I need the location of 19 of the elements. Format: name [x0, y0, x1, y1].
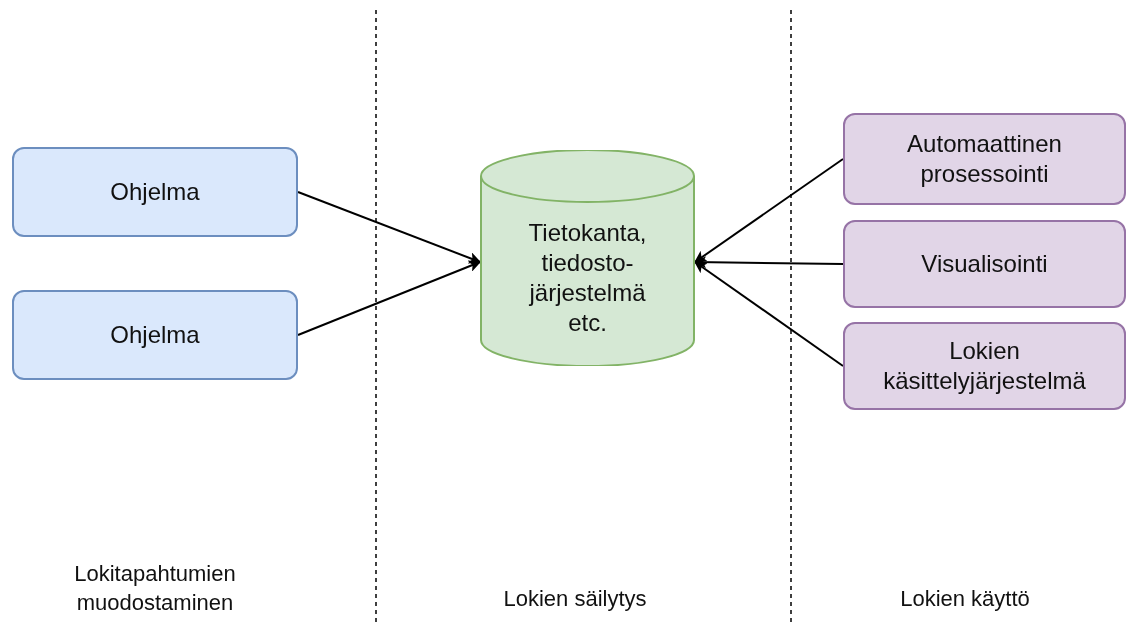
- process-box: [843, 322, 1126, 410]
- arrow: [297, 191, 481, 264]
- arrow: [694, 158, 844, 263]
- node-label: Automaattinen prosessointi: [906, 129, 1063, 189]
- node-label: Lokien käsittelyjärjestelmä: [882, 336, 1087, 396]
- process-box: [843, 220, 1126, 308]
- section-label: Lokitapahtumien muodostaminen: [73, 560, 237, 617]
- process-box: [12, 147, 298, 237]
- section-label: Lokien käyttö: [899, 585, 1031, 613]
- section-label: Lokien säilytys: [502, 585, 648, 613]
- node-label: Tietokanta, tiedosto- järjestelmä etc.: [527, 218, 648, 338]
- node-label: Ohjelma: [110, 320, 200, 350]
- arrow: [297, 260, 481, 336]
- arrow: [694, 261, 844, 367]
- process-box: [843, 113, 1126, 205]
- process-box: [12, 290, 298, 380]
- database-cylinder: [480, 150, 695, 366]
- node-label: Visualisointi: [921, 249, 1048, 279]
- node-label: Ohjelma: [110, 177, 200, 207]
